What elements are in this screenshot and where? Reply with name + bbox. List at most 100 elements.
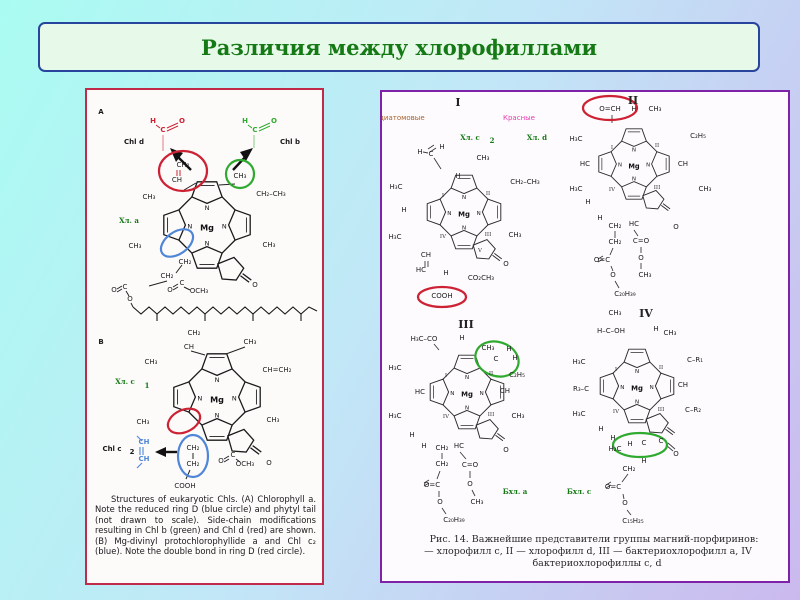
chl-b-label: Chl b: [280, 138, 300, 146]
chl-d-formyl-highlight: [581, 94, 639, 122]
atom-label: H₃C: [389, 412, 402, 420]
chl-d-heading: Хл. d: [527, 133, 547, 142]
atom-label: CH₃: [649, 105, 662, 113]
atom-label: CH₃: [137, 418, 150, 426]
atom-label: H: [631, 105, 636, 113]
atom-label: C: [123, 283, 128, 291]
atom-label: H: [242, 117, 248, 125]
atom-label: CH: [139, 455, 150, 463]
atom-label: II: [489, 371, 493, 377]
atom-label: CH₃: [477, 154, 490, 162]
atom-label: C: [659, 437, 664, 445]
atom-label: CH₂: [623, 465, 636, 473]
atom-label: C–R₂: [685, 406, 701, 414]
atom-label: H: [627, 440, 632, 448]
chl-d-formyl-bonds: [155, 122, 181, 176]
atom-label: III: [654, 185, 661, 191]
atom-label: CH₂: [187, 444, 200, 452]
ring-d-double-bond-highlight-red: [166, 407, 202, 435]
atom-label: H: [443, 269, 448, 277]
atom-label: O: [503, 260, 509, 268]
ethyl-group-highlight: [474, 340, 520, 378]
atom-label: I: [442, 193, 444, 199]
atom-label: H₃C–CO: [411, 335, 438, 343]
atom-label: C: [494, 355, 499, 363]
atom-label: COOH: [174, 482, 195, 490]
phytyl-c20h39-label: C₂₀H₃₉: [443, 516, 465, 524]
atom-label: O: [179, 117, 185, 125]
atom-label: CH₂–CH₃: [256, 190, 286, 198]
atom-label: CH₂: [609, 238, 622, 246]
atom-label: CH₃: [512, 412, 525, 420]
atom-label: CH: [678, 160, 688, 168]
atom-label: CH₃: [509, 231, 522, 239]
atom-label: O=C: [605, 483, 621, 491]
atom-label: C₂H₅: [690, 132, 706, 140]
atom-label: O: [622, 499, 628, 507]
atom-label: CH₂: [187, 460, 200, 468]
atom-label: H: [421, 442, 426, 450]
formyl-o-ch-label: O=CH: [599, 105, 621, 113]
atom-label: H₃C: [573, 358, 586, 366]
atom-label: OCH₃: [190, 287, 209, 295]
group-brown-diatoms-label: Бурые, диатомовые: [382, 114, 425, 122]
propionate-highlight-blue: [176, 433, 210, 479]
atom-label: CH₂: [188, 329, 201, 337]
atom-label: H–C–OH: [597, 327, 625, 335]
atom-label: O: [218, 457, 224, 465]
atom-label: H₂C: [609, 445, 622, 453]
slide-title-box: Различия между хлорофиллами: [38, 22, 760, 72]
atom-label: O: [127, 295, 133, 303]
chl-c2-label: Chl c: [102, 445, 121, 453]
cooh-label: COOH: [431, 292, 452, 300]
atom-label: 2: [130, 448, 135, 456]
atom-label: IV: [440, 234, 447, 240]
atom-label: CH₂: [436, 444, 449, 452]
bchl-c-label: Бхл. c: [567, 487, 591, 496]
atom-label: III: [488, 412, 495, 418]
atom-label: V: [477, 248, 483, 254]
substitution-arrow-chl-b: [232, 148, 253, 171]
c10-highlight: [611, 431, 669, 459]
left-figure-caption: Structures of eukaryotic Chls. (A) Chlor…: [95, 494, 316, 557]
atom-label: CH₂–CH₃: [510, 178, 540, 186]
atom-label: HC: [416, 266, 426, 274]
atom-label: CH₃: [699, 185, 712, 193]
atom-label: CH: [500, 387, 510, 395]
phytyl-tail-zigzag: [132, 306, 318, 321]
atom-label: O: [673, 223, 679, 231]
atom-label: 2: [490, 136, 495, 145]
farnesyl-c15h25-label: C₁₅H₂₅: [622, 517, 644, 525]
atom-label: II: [659, 365, 663, 371]
atom-label: H: [641, 457, 646, 465]
atom-label: O: [467, 480, 473, 488]
atom-label: O: [638, 254, 644, 262]
atom-label: H: [506, 345, 511, 353]
atom-label: H: [585, 198, 590, 206]
atom-label: H: [597, 214, 602, 222]
atom-label: CH₃: [482, 344, 495, 352]
atom-label: O: [610, 271, 616, 279]
porphyrin-macrocycle-bchl-a: [430, 355, 506, 442]
methyl-highlight-green: [224, 158, 256, 190]
atom-label: H₃C: [390, 183, 403, 191]
section-a-label: A: [98, 108, 104, 116]
atom-label: III: [485, 232, 492, 238]
atom-label: CH₃: [609, 309, 622, 317]
atom-label: I: [611, 145, 613, 151]
atom-label: H: [512, 354, 517, 362]
atom-label: CH: [678, 381, 688, 389]
atom-label: II: [486, 191, 490, 197]
atom-label: CH: [184, 343, 194, 351]
vinyl-highlight-red: [157, 149, 209, 193]
atom-label: OCH₃: [236, 460, 255, 468]
section-b-label: B: [98, 338, 103, 346]
atom-label: O: [271, 117, 277, 125]
atom-label: HC: [454, 442, 464, 450]
atom-label: H₃C: [570, 135, 583, 143]
atom-label: CH₂: [436, 460, 449, 468]
atom-label: C–R₁: [687, 356, 703, 364]
atom-label: R₃–C: [573, 385, 589, 393]
structure-a-bonds: [116, 182, 236, 308]
